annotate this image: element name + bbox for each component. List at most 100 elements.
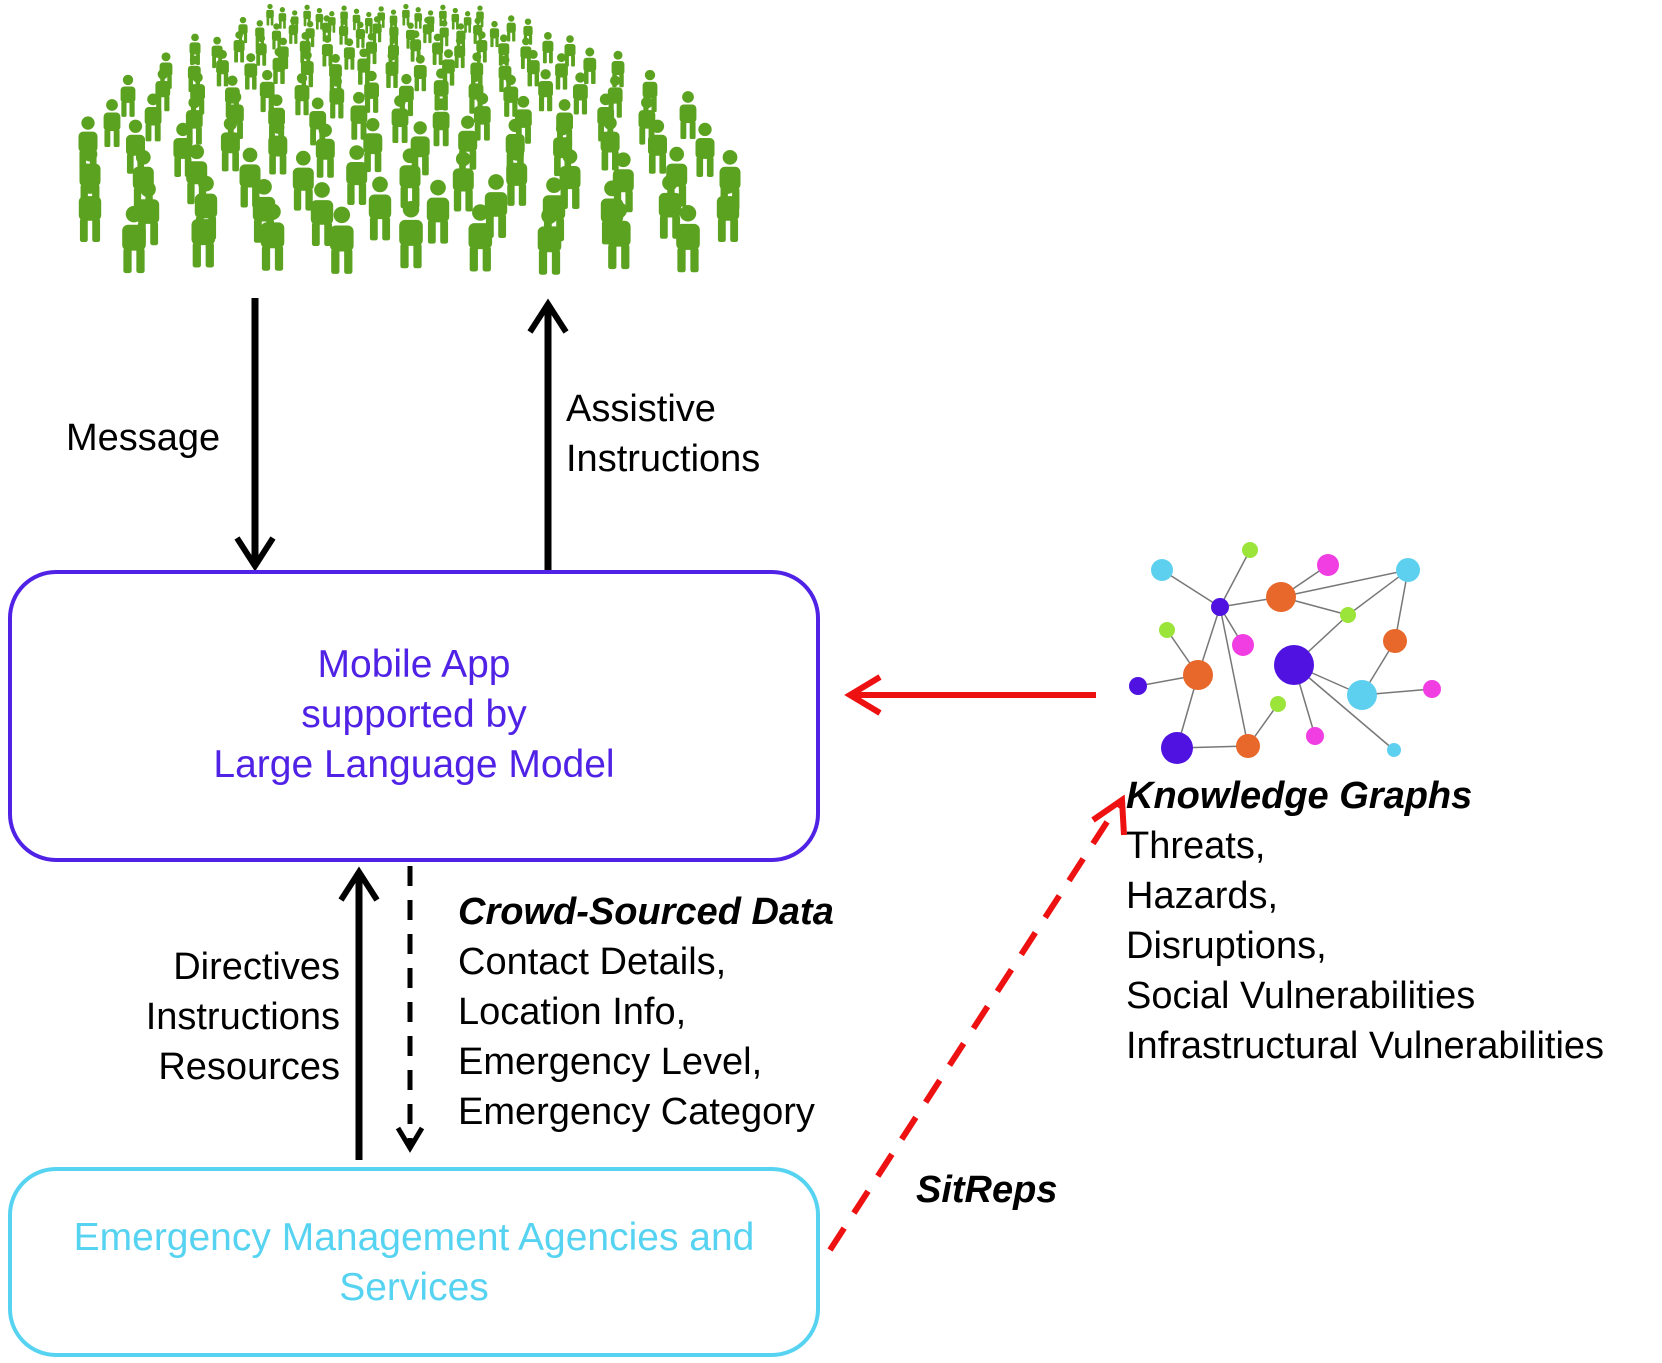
person-icon (346, 145, 368, 206)
mobile-app-label: Mobile App supported by Large Language M… (12, 640, 816, 790)
directives-line-2: Instructions (145, 996, 340, 1038)
person-icon (309, 97, 327, 146)
knowledge-graph-item: Disruptions, (1126, 925, 1327, 967)
person-icon (238, 16, 248, 44)
person-icon (414, 7, 422, 29)
graph-node (1423, 680, 1441, 698)
person-icon (244, 53, 258, 90)
knowledge-graph-item: Threats, (1126, 825, 1266, 867)
person-icon (350, 91, 368, 140)
person-icon (120, 74, 136, 117)
person-icon (368, 176, 392, 241)
graph-node (1129, 677, 1147, 695)
graph-node (1396, 558, 1420, 582)
person-icon (255, 20, 265, 47)
graph-node (1242, 542, 1258, 558)
person-icon (266, 3, 274, 26)
graph-edge (1347, 569, 1409, 616)
person-icon (315, 123, 335, 178)
person-icon (365, 11, 373, 34)
knowledge-graphs-title: Knowledge Graphs (1126, 775, 1473, 817)
graph-node (1340, 607, 1356, 623)
crowd-sourced-data-title: Crowd-Sourced Data (458, 891, 834, 933)
person-icon (463, 11, 472, 33)
knowledge-graph-item: Infrastructural Vulnerabilities (1126, 1025, 1605, 1067)
person-icon (679, 91, 697, 139)
mobile-app-line-1: Mobile App (317, 643, 511, 686)
graph-node (1306, 727, 1324, 745)
flow-arrows (234, 298, 1127, 1252)
graph-node (1266, 582, 1296, 612)
directives-line-1: Directives (173, 946, 340, 988)
person-icon (355, 21, 365, 48)
graph-edge (1293, 664, 1395, 751)
person-icon (564, 35, 576, 67)
knowledge-graph-network-icon (1129, 542, 1441, 764)
person-icon (399, 201, 423, 269)
mobile-app-box: Mobile App supported by Large Language M… (8, 570, 820, 862)
mobile-app-line-3: Large Language Model (213, 743, 615, 786)
person-icon (506, 15, 516, 42)
person-icon (126, 119, 145, 174)
directives-line-3: Resources (158, 1046, 340, 1088)
graph-node (1161, 732, 1193, 764)
person-icon (391, 95, 409, 143)
directives-arrow-head (338, 866, 380, 902)
graph-edge (1394, 569, 1409, 642)
graph-edge (1219, 606, 1249, 747)
crowd-data-item: Emergency Category (458, 1091, 815, 1133)
graph-edge (1219, 549, 1251, 608)
crowd-data-item: Location Info, (458, 991, 687, 1033)
crowd-sourced-data-block: Crowd-Sourced Data Contact Details, Loca… (458, 887, 834, 1137)
graph-node (1274, 645, 1314, 685)
assistive-arrow-head (527, 298, 569, 334)
knowledge-graph-item: Social Vulnerabilities (1126, 975, 1476, 1017)
person-icon (402, 3, 410, 26)
assistive-line-2: Instructions (566, 438, 761, 480)
emergency-agencies-label: Emergency Management Agencies and Servic… (12, 1213, 816, 1313)
assistive-line-1: Assistive (566, 388, 716, 430)
emergency-agencies-box: Emergency Management Agencies and Servic… (8, 1167, 820, 1357)
emergency-agencies-line-1: Emergency Management Agencies and (73, 1216, 755, 1259)
graph-node (1183, 660, 1213, 690)
person-icon (470, 52, 484, 89)
graph-node (1270, 696, 1286, 712)
mobile-app-line-2: supported by (301, 693, 527, 736)
graph-node (1347, 680, 1377, 710)
person-icon (413, 54, 427, 92)
person-icon (695, 122, 715, 177)
message-label: Message (66, 417, 221, 459)
person-icon (292, 150, 314, 211)
graph-node (1317, 554, 1339, 576)
crowd-data-item: Contact Details, (458, 941, 727, 983)
knowledge-graph-arrow-head (844, 674, 882, 716)
graph-edge (1161, 569, 1221, 608)
people-crowd-icon (78, 3, 741, 275)
graph-node (1232, 634, 1254, 656)
graph-node (1387, 743, 1401, 757)
person-icon (426, 179, 450, 244)
sitreps-arrow (827, 803, 1121, 1252)
person-icon (315, 7, 324, 30)
knowledge-graph-item: Hazards, (1126, 875, 1279, 917)
graph-node (1383, 629, 1407, 653)
graph-node (1151, 559, 1173, 581)
assistive-instructions-label: Assistive Instructions (566, 384, 760, 484)
person-icon (442, 49, 455, 86)
person-icon (503, 74, 519, 117)
person-icon (233, 31, 245, 63)
sitreps-label: SitReps (916, 1169, 1058, 1211)
person-icon (489, 20, 500, 48)
directives-label: Directives Instructions Resources (146, 942, 340, 1092)
person-icon (294, 73, 310, 116)
graph-edge (1280, 569, 1409, 598)
person-icon (330, 206, 354, 274)
graph-node (1211, 598, 1229, 616)
graph-node (1236, 734, 1260, 758)
message-arrow-head (234, 536, 276, 572)
emergency-agencies-line-2: Services (339, 1266, 489, 1309)
person-icon (310, 182, 334, 246)
crowd-data-item: Emergency Level, (458, 1041, 763, 1083)
person-icon (278, 7, 287, 29)
